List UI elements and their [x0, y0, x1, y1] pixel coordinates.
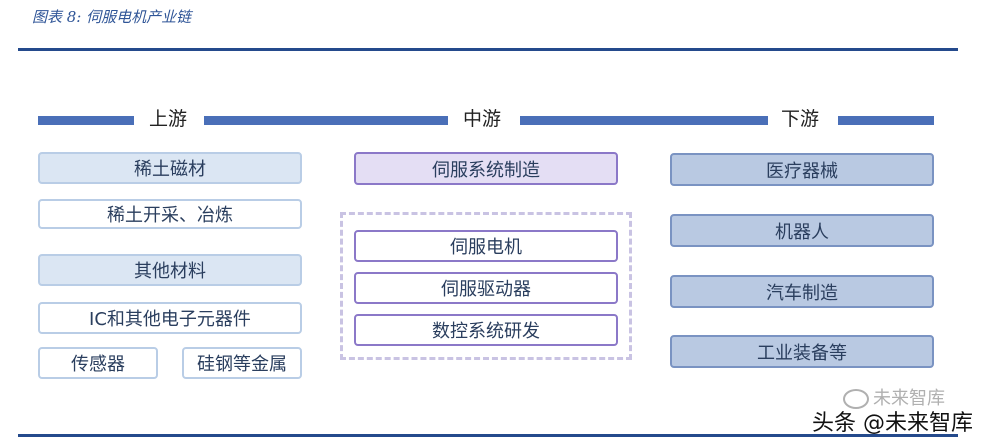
stage-upstream: 上游 [148, 108, 187, 130]
upstream-item-silicon-steel: 硅钢等金属 [182, 347, 302, 379]
midstream-item-cnc-rd: 数控系统研发 [354, 314, 618, 346]
downstream-item-robots: 机器人 [670, 214, 934, 247]
wechat-icon [843, 389, 869, 409]
downstream-bar-right [838, 116, 934, 125]
downstream-item-automotive: 汽车制造 [670, 275, 934, 308]
stage-midstream: 中游 [462, 108, 501, 130]
watermark-main: 头条 @未来智库 [812, 411, 973, 436]
upstream-item-other-materials: 其他材料 [38, 254, 302, 286]
watermark-small: 未来智库 [843, 384, 945, 410]
upstream-item-rare-earth-magnets: 稀土磁材 [38, 152, 302, 184]
midstream-item-servo-system: 伺服系统制造 [354, 152, 618, 185]
midstream-item-servo-motor: 伺服电机 [354, 230, 618, 262]
downstream-item-medical: 医疗器械 [670, 153, 934, 186]
upstream-item-rare-earth-mining: 稀土开采、冶炼 [38, 199, 302, 229]
upstream-item-sensors: 传感器 [38, 347, 158, 379]
figure-caption: 图表 8: 伺服电机产业链 [32, 8, 192, 26]
bottom-rule [18, 434, 958, 437]
stage-downstream: 下游 [780, 108, 819, 130]
midstream-item-servo-driver: 伺服驱动器 [354, 272, 618, 304]
watermark-small-text: 未来智库 [873, 388, 945, 409]
midstream-component-group [340, 212, 632, 360]
upstream-bar-left [38, 116, 134, 125]
top-rule [18, 48, 958, 51]
downstream-item-industrial-equipment: 工业装备等 [670, 335, 934, 368]
upstream-item-electronic-components: IC和其他电子元器件 [38, 302, 302, 334]
upstream-bar-right [204, 116, 448, 125]
midstream-bar-right [520, 116, 768, 125]
